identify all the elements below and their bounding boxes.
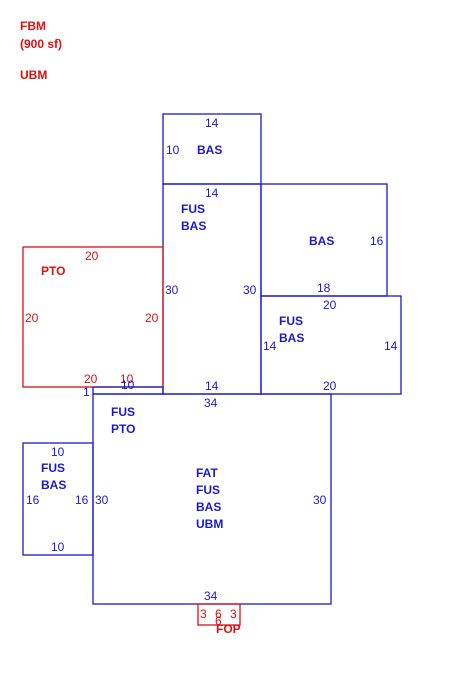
area-fus-pto: 10 10 1 FUS PTO xyxy=(83,372,164,436)
dim-right-right: 14 xyxy=(384,339,398,353)
dim-pto-right: 20 xyxy=(145,311,159,325)
dim-main-left: 30 xyxy=(95,493,109,507)
dim-pto-top: 20 xyxy=(85,249,99,263)
dim-fus-pto-overlap: 10 xyxy=(120,372,134,386)
dim-fop-bottom: 6 xyxy=(215,614,222,628)
dim-fop-left: 3 xyxy=(200,607,207,621)
dim-right-top: 20 xyxy=(323,298,337,312)
label-main-fat: FAT xyxy=(196,466,218,480)
dim-fop-center: 6 xyxy=(215,607,222,621)
dim-main-top: 34 xyxy=(204,396,218,410)
area-fus-bas-left: 10 FUS BAS 16 16 10 xyxy=(22,442,94,556)
dim-pto-left: 20 xyxy=(25,311,39,325)
legend-sf: (900 sf) xyxy=(20,37,62,51)
label-fus-pto-pto: PTO xyxy=(111,422,135,436)
area-pto: 20 PTO 20 20 20 xyxy=(22,246,164,388)
legend-ubm: UBM xyxy=(20,68,47,82)
area-fus-bas-right: 20 FUS BAS 14 14 20 xyxy=(260,295,402,395)
dim-left-left: 16 xyxy=(26,493,40,507)
area-bas-top: 14 10 BAS xyxy=(162,113,262,185)
area-fop: 3 6 3 6 FOP xyxy=(197,603,241,636)
label-main-bas: BAS xyxy=(196,500,221,514)
dim-main-bottom: 34 xyxy=(204,589,218,603)
dim-pto-bottom: 20 xyxy=(84,372,98,386)
dim-main-right: 30 xyxy=(313,493,327,507)
label-pto: PTO xyxy=(41,264,65,278)
dim-center-bottom: 14 xyxy=(205,379,219,393)
label-center-fus: FUS xyxy=(181,202,205,216)
dim-right-bottom: 20 xyxy=(323,379,337,393)
label-right-bas: BAS xyxy=(279,331,304,345)
label-right-fus: FUS xyxy=(279,314,303,328)
dim-bas-top-left: 10 xyxy=(166,143,180,157)
label-fus-pto-fus: FUS xyxy=(111,405,135,419)
dim-fus-pto-top: 10 xyxy=(121,378,135,392)
dim-bas-right-bottom: 18 xyxy=(317,281,331,295)
label-main-fus: FUS xyxy=(196,483,220,497)
dim-bas-right-right: 16 xyxy=(370,234,384,248)
label-left-fus: FUS xyxy=(41,461,65,475)
label-main-ubm: UBM xyxy=(196,517,223,531)
dim-center-top: 14 xyxy=(205,186,219,200)
dim-right-left: 14 xyxy=(263,339,277,353)
area-bas-right: BAS 16 18 xyxy=(260,183,388,297)
dim-fus-pto-side: 1 xyxy=(83,385,90,399)
dim-left-bottom: 10 xyxy=(51,540,65,554)
area-fat-main: 34 FAT FUS BAS UBM 30 30 34 xyxy=(92,393,332,605)
label-bas-top: BAS xyxy=(197,143,222,157)
label-fop: FOP xyxy=(216,622,241,636)
dim-left-top: 10 xyxy=(51,445,65,459)
dim-fop-right: 3 xyxy=(230,607,237,621)
legend-fbm: FBM xyxy=(20,19,46,33)
label-bas-right: BAS xyxy=(309,234,334,248)
dim-left-right: 16 xyxy=(75,493,89,507)
dim-bas-top-top: 14 xyxy=(205,116,219,130)
label-center-bas: BAS xyxy=(181,219,206,233)
label-left-bas: BAS xyxy=(41,478,66,492)
dim-center-left: 30 xyxy=(165,283,179,297)
dim-center-right: 30 xyxy=(243,283,257,297)
area-fus-bas-center: 14 FUS BAS 30 30 14 xyxy=(162,183,262,395)
